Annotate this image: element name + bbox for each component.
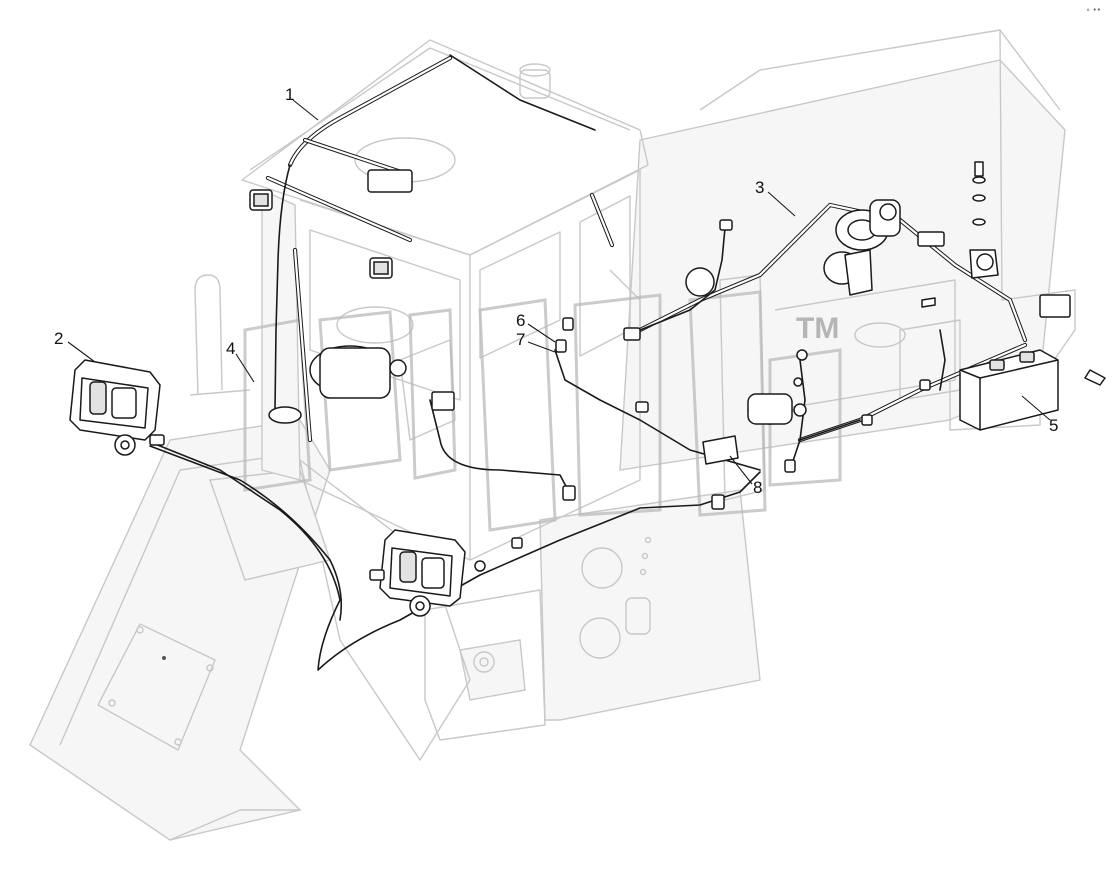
callout-1: 1 bbox=[285, 85, 294, 104]
work-lamp-front-right bbox=[369, 529, 466, 617]
callouts: 1 2 3 4 5 6 7 8 bbox=[54, 85, 1058, 497]
cab-connectors bbox=[431, 317, 576, 572]
watermark-tm: TM bbox=[796, 312, 839, 345]
rear-relays bbox=[917, 161, 1071, 318]
leader-1 bbox=[292, 99, 319, 121]
junction-box bbox=[702, 379, 931, 510]
wiper-motor bbox=[268, 345, 407, 424]
leader-8 bbox=[729, 455, 753, 485]
rear-lamp bbox=[623, 219, 733, 341]
work-lamp-front-left bbox=[69, 359, 165, 456]
leader-2 bbox=[67, 341, 96, 363]
corner-mark: ∘ •• bbox=[1086, 6, 1101, 14]
callout-7: 7 bbox=[516, 330, 525, 349]
leader-6 bbox=[527, 323, 556, 343]
leader-7 bbox=[527, 341, 556, 353]
battery bbox=[959, 349, 1106, 431]
callout-5: 5 bbox=[1049, 416, 1058, 435]
leader-3 bbox=[767, 191, 796, 217]
callout-2: 2 bbox=[54, 329, 63, 348]
components bbox=[69, 161, 1106, 617]
alternator bbox=[823, 199, 901, 296]
callout-6: 6 bbox=[516, 311, 525, 330]
wipers bbox=[292, 192, 615, 443]
callout-leaders bbox=[67, 99, 1051, 485]
callout-8: 8 bbox=[753, 478, 762, 497]
leader-4 bbox=[235, 353, 255, 383]
callout-4: 4 bbox=[226, 339, 235, 358]
cab-lamps bbox=[249, 169, 413, 279]
callout-3: 3 bbox=[755, 178, 764, 197]
watermark: TM bbox=[243, 290, 842, 532]
leader-5 bbox=[1021, 395, 1051, 421]
engine-sensors bbox=[635, 349, 808, 425]
